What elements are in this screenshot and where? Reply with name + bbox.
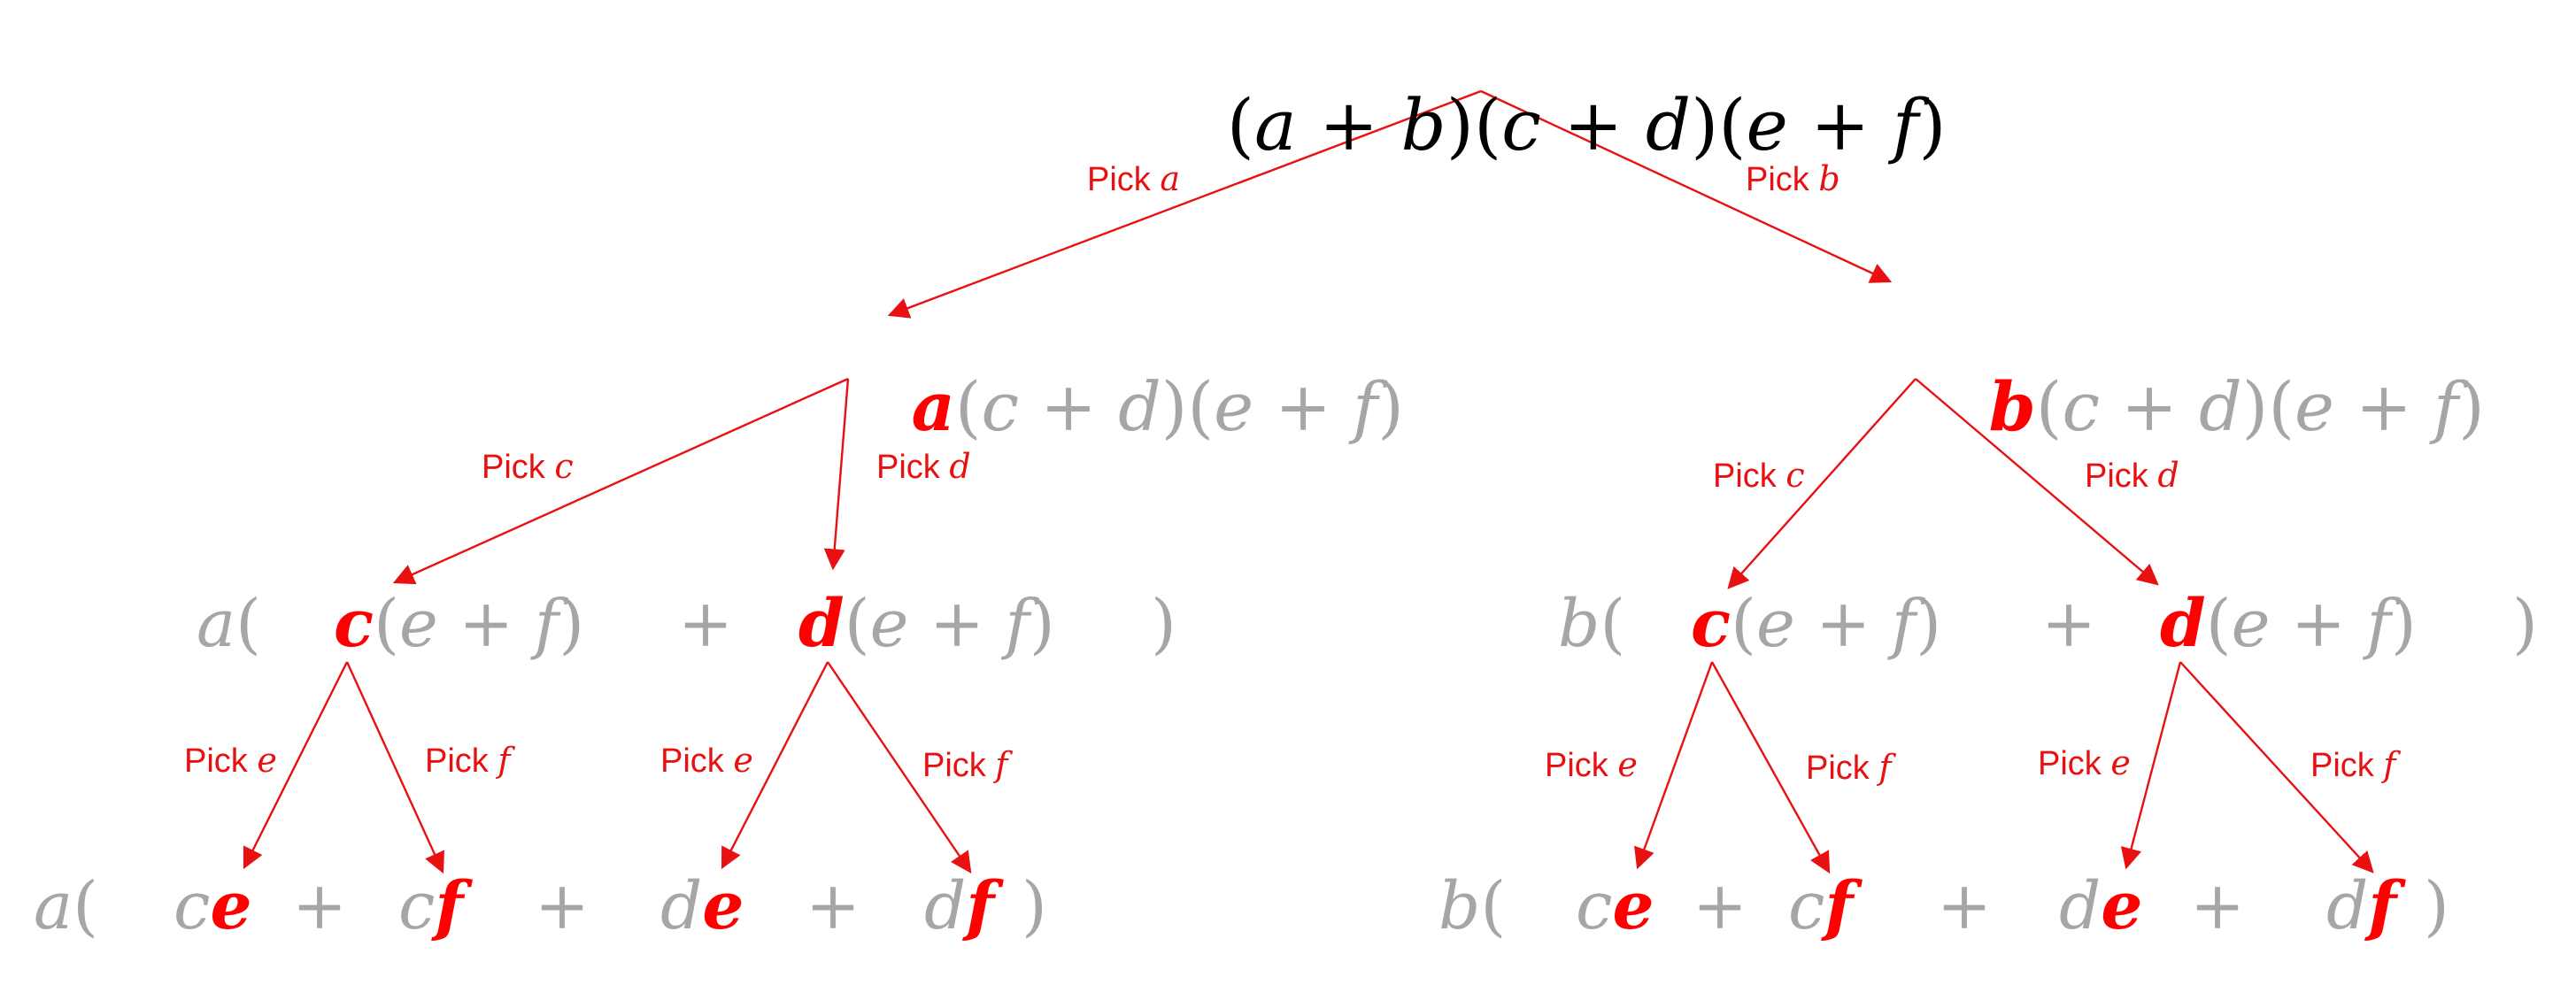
edge-l2-lc-f [345,661,444,874]
level3-right-term-df: df [2326,868,2397,944]
edge-label-right-pick-d: Pick d [2085,456,2179,495]
picked-term: a [911,367,955,446]
level3-left-close: ) [1022,868,1047,944]
level3-right-term-ce: ce [1576,868,1654,944]
edge-label-left-pick-d: Pick d [876,447,971,486]
edge-label-right-pick-c: Pick c [1713,456,1805,495]
edge-root-left [887,89,1482,319]
root-expression: (a + b)(c + d)(e + f) [1226,84,1947,166]
level3-left-term-df: df [924,868,995,944]
level2-right-plus: + [2041,586,2097,662]
level3-left-term-de: de [660,868,744,944]
level2-left-d-branch: d(e + f) [798,586,1055,662]
edge-label-pick-b: Pick b [1746,159,1840,198]
edge-label-rd-pick-f: Pick f [2310,745,2396,784]
edge-root-right [1480,89,1893,283]
level1-right-expression: b(c + d)(e + f) [1988,367,2485,446]
level3-right-prefix: b( [1438,868,1507,944]
edge-label-ld-pick-f: Pick f [922,745,1008,784]
edge-l1-left-d [823,378,850,571]
level1-left-expression: a(c + d)(e + f) [911,367,1404,446]
level2-right-prefix: b( [1558,586,1626,662]
level3-right-plus-2: + [1937,868,1993,944]
level3-left-term-cf: cf [398,868,464,944]
edge-l2-lc-e [243,661,349,870]
edge-l2-ld-e [721,661,829,870]
edge-label-left-pick-c: Pick c [482,447,574,486]
level3-right-term-cf: cf [1788,868,1854,944]
level3-right-plus-1: + [1693,868,1748,944]
edge-label-rc-pick-e: Pick e [1545,745,1638,784]
edge-l2-rc-f [1710,661,1831,874]
edge-label-lc-pick-f: Pick f [425,741,511,780]
edge-label-lc-pick-e: Pick e [184,741,277,780]
edge-label-rc-pick-f: Pick f [1806,748,1892,787]
edge-l2-rd-e [2120,661,2182,870]
edge-l1-right-c [1727,378,1917,589]
level3-right-plus-3: + [2190,868,2246,944]
level2-left-close: ) [1151,586,1176,662]
level2-left-c-branch: c(e + f) [334,586,585,662]
level3-right-term-de: de [2059,868,2143,944]
level2-right-d-branch: d(e + f) [2160,586,2417,662]
level2-right-close: ) [2512,586,2538,662]
level3-left-plus-3: + [806,868,861,944]
edge-label-rd-pick-e: Pick e [2038,743,2131,782]
level3-left-prefix: a( [34,868,98,944]
edge-l1-right-d [1915,378,2159,586]
level2-left-plus: + [678,586,734,662]
level3-left-plus-2: + [535,868,590,944]
level3-right-close: ) [2424,868,2449,944]
edge-l2-ld-f [827,661,972,873]
edge-l2-rc-e [1634,661,1714,870]
picked-term: b [1988,367,2036,446]
edge-label-ld-pick-e: Pick e [660,741,753,780]
edge-l2-rd-f [2179,661,2374,873]
level2-left-prefix: a( [197,586,261,662]
level2-right-c-branch: c(e + f) [1691,586,1942,662]
level3-left-term-ce: ce [174,868,252,944]
edge-l1-left-c [392,377,849,585]
level3-left-plus-1: + [292,868,348,944]
edge-label-pick-a: Pick a [1087,159,1181,198]
